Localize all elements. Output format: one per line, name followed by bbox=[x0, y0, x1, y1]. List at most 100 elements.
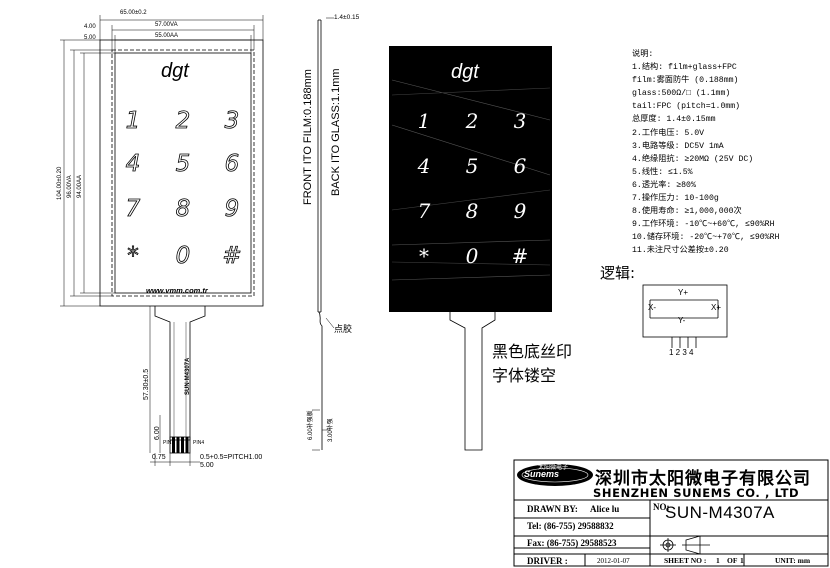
drawn-by-label: DRAWN BY: bbox=[527, 504, 578, 514]
key-label: 5 bbox=[175, 151, 191, 178]
key-label-black: 2 bbox=[465, 109, 479, 133]
logic-xplus: X+ bbox=[711, 303, 722, 312]
notes-line: 4.绝缘阻抗: ≥20MΩ (25V DC) bbox=[632, 154, 754, 164]
notes-line: 2.工作电压: 5.0V bbox=[632, 128, 705, 138]
key-label-black: 5 bbox=[465, 154, 479, 178]
black-panel bbox=[389, 46, 552, 312]
dim-tail-5: 5.00 bbox=[200, 462, 214, 469]
brand-logo-black: dgt bbox=[451, 61, 479, 83]
hollow-note-line: 黑色底丝印 bbox=[492, 342, 573, 361]
model-number: SUN-M4307A bbox=[665, 503, 775, 522]
unit-label: UNIT: mm bbox=[775, 556, 811, 565]
black-panel-view bbox=[389, 46, 552, 451]
driver-label: DRIVER : bbox=[527, 556, 568, 566]
key-label-black: 9 bbox=[513, 199, 527, 223]
logic-title: 逻辑: bbox=[600, 264, 636, 282]
key-label-black: 3 bbox=[513, 109, 527, 133]
dim-height-va: 96.00VA bbox=[67, 175, 73, 198]
dim-tail-length: 57.30±0.5 bbox=[143, 368, 150, 400]
drawn-by-name: Alice lu bbox=[590, 504, 620, 514]
title-block-frame bbox=[513, 459, 829, 567]
sheet-no: 1 bbox=[716, 556, 720, 565]
notes-title: 说明: bbox=[632, 50, 654, 59]
key-label-black: * bbox=[419, 244, 429, 268]
tel: Tel: (86-755) 29588832 bbox=[527, 521, 614, 531]
back-glass-label: BACK ITO GLASS:1.1mm bbox=[330, 68, 342, 196]
hollow-note: 黑色底丝印 字体镂空 bbox=[492, 340, 572, 388]
company-name-en: SHENZHEN SUNEMS CO. , LTD bbox=[593, 486, 800, 500]
logo-text: Sunems bbox=[524, 469, 560, 479]
key-label-black: # bbox=[511, 244, 529, 268]
notes-line: glass:500Ω/□ (1.1mm) bbox=[632, 89, 731, 99]
dim-offset-5: 5.00 bbox=[84, 35, 96, 41]
logo-cn: 太阳微电子 bbox=[538, 464, 569, 471]
dim-height-aa: 94.00AA bbox=[77, 174, 83, 198]
dim-width-va: 57.00VA bbox=[155, 22, 178, 28]
logic-yplus: Y+ bbox=[678, 288, 689, 297]
side-view bbox=[312, 17, 335, 451]
notes-line: 1.结构: film+glass+FPC bbox=[632, 63, 737, 73]
key-label: 3 bbox=[224, 108, 240, 135]
logic-schematic bbox=[642, 284, 728, 348]
notes-line: 总厚度: 1.4±0.15mm bbox=[632, 115, 716, 125]
logic-pins: 1 2 3 4 bbox=[669, 348, 694, 357]
notes-line: film:雾面防牛 (0.188mm) bbox=[632, 76, 739, 86]
dim-tail-075: 0.75 bbox=[152, 454, 166, 461]
key-label-black: 8 bbox=[465, 199, 479, 223]
notes-line: 10.储存环境: -20℃~+70℃, ≤90%RH bbox=[632, 233, 780, 243]
no-label: NO: bbox=[653, 502, 670, 512]
key-label: 4 bbox=[125, 151, 141, 178]
pin1-label: PIN1 bbox=[163, 440, 175, 446]
key-label-black: 0 bbox=[465, 244, 479, 268]
notes-line: 5.线性: ≤1.5% bbox=[632, 167, 693, 177]
key-label: 6 bbox=[224, 151, 240, 178]
notes-line: 7.操作压力: 10-100g bbox=[632, 194, 719, 204]
notes-line: tail:FPC (pitch=1.0mm) bbox=[632, 102, 741, 112]
glue-label: 点胶 bbox=[334, 325, 353, 335]
fpc-connector bbox=[169, 436, 191, 454]
notes-line: 8.使用寿命: ≥1,000,000次 bbox=[632, 207, 742, 217]
key-label: 7 bbox=[125, 196, 141, 223]
dim-width-aa: 55.00AA bbox=[155, 33, 179, 39]
logic-yminus: Y- bbox=[678, 316, 686, 325]
brand-logo: dgt bbox=[161, 60, 189, 82]
dim-side-3: 3.00补强 bbox=[328, 418, 334, 442]
tail-marking: SUN-M4307A bbox=[185, 357, 191, 395]
key-label-black: 6 bbox=[513, 154, 527, 178]
va-outline bbox=[111, 49, 255, 297]
fpc-tail-outline bbox=[154, 306, 206, 441]
of-no: 1 bbox=[740, 556, 744, 565]
sheet-label: SHEET NO : bbox=[664, 556, 707, 565]
dim-width-total: 65.00±0.2 bbox=[120, 10, 147, 16]
of-label: OF bbox=[727, 556, 738, 565]
projection-symbol bbox=[660, 535, 710, 555]
dim-thickness: 1.4±0.15 bbox=[334, 14, 360, 21]
key-label: 0 bbox=[175, 243, 191, 270]
key-label: 8 bbox=[175, 196, 191, 223]
key-label-black: 7 bbox=[417, 199, 431, 223]
key-label: 2 bbox=[175, 108, 191, 135]
dim-side-6: 6.00补强板 bbox=[308, 410, 314, 440]
key-label-black: 4 bbox=[417, 154, 431, 178]
front-film-label: FRONT ITO FILM:0.188mm bbox=[302, 69, 314, 205]
dim-offset-4: 4.00 bbox=[84, 24, 96, 30]
key-label: * bbox=[127, 243, 139, 270]
logic-xminus: X- bbox=[648, 303, 656, 312]
notes-line: 9.工作环境: -10℃~+60℃, ≤90%RH bbox=[632, 220, 775, 230]
url-text: www.vmm.com.tr bbox=[146, 286, 208, 295]
date: 2012-01-07 bbox=[597, 557, 630, 565]
notes-line: 6.透光率: ≥80% bbox=[632, 180, 696, 190]
company-name-cn: 深圳市太阳微电子有限公司 bbox=[595, 469, 811, 489]
dim-height-total: 104.00±0.20 bbox=[57, 166, 63, 200]
key-label-black: 1 bbox=[417, 109, 431, 133]
key-label: 1 bbox=[125, 108, 141, 135]
spec-notes: 说明: 1.结构: film+glass+FPC film:雾面防牛 (0.18… bbox=[632, 48, 779, 258]
notes-line: 3.电路等级: DC5V 1mA bbox=[632, 141, 724, 151]
dim-tail-6: 6.00 bbox=[154, 426, 161, 440]
notes-line: 11.未注尺寸公差按±0.20 bbox=[632, 246, 729, 256]
dim-pitch: 0.5+0.5=PITCH1.00 bbox=[200, 454, 263, 461]
key-label: # bbox=[222, 243, 242, 270]
key-label: 9 bbox=[224, 196, 240, 223]
pin4-label: PIN4 bbox=[193, 440, 205, 446]
